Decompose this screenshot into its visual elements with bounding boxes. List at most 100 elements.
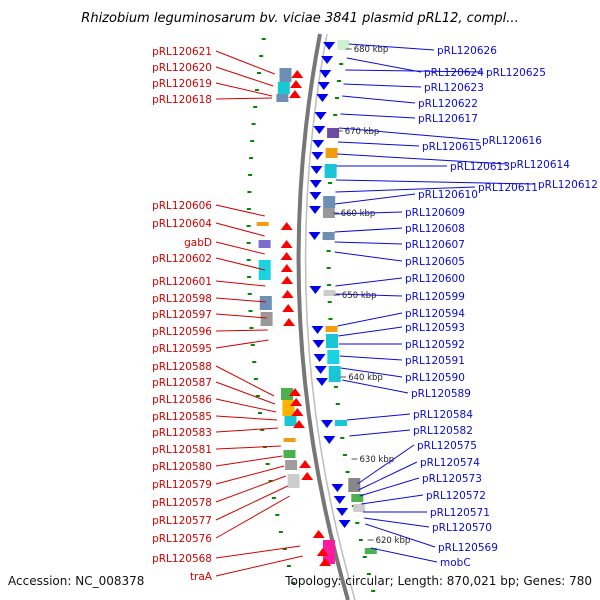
right-gene-label: pRL120616 (482, 135, 542, 147)
gene-block (325, 326, 338, 332)
forward-gene-arrow (293, 420, 305, 428)
left-gene-label: pRL120620 (152, 62, 212, 74)
forward-gene-arrow (290, 398, 303, 406)
gc-tick (327, 301, 332, 303)
right-gene-label: pRL120599 (405, 291, 465, 303)
left-leader-line (215, 82, 273, 97)
right-gene-label: pRL120622 (418, 98, 478, 110)
left-gene-label: traA (190, 571, 213, 583)
left-leader-line (215, 241, 265, 255)
gc-tick (333, 386, 338, 388)
gene-block (327, 350, 340, 364)
left-leader-line (215, 381, 276, 405)
right-gene-label: pRL120605 (405, 256, 465, 268)
reverse-gene-arrow (309, 286, 322, 294)
gc-tick (286, 565, 291, 567)
left-leader-line (215, 427, 279, 433)
gc-tick (339, 63, 344, 65)
left-leader-line (215, 555, 303, 577)
gc-tick (265, 463, 270, 465)
right-gene-label: pRL120600 (405, 273, 465, 285)
forward-gene-arrow (288, 90, 301, 98)
reverse-gene-arrow (323, 436, 336, 444)
reverse-gene-arrow (314, 112, 327, 120)
accession-text: Accession: NC_008378 (8, 574, 144, 588)
gc-tick (246, 242, 251, 244)
right-gene-label: pRL120624 (424, 67, 484, 79)
left-gene-label: pRL120581 (152, 444, 212, 456)
left-gene-label: pRL120568 (152, 553, 212, 565)
left-leader-line (215, 445, 281, 450)
reverse-gene-arrow (312, 340, 325, 348)
gene-block (260, 312, 273, 326)
reverse-gene-arrow (331, 484, 344, 492)
right-gene-label: pRL120593 (405, 322, 465, 334)
gc-tick (253, 106, 258, 108)
gc-tick (362, 556, 367, 558)
gc-tick (248, 310, 253, 312)
right-leader-line (337, 312, 403, 327)
forward-gene-arrow (319, 558, 332, 566)
gene-block (348, 478, 361, 492)
gc-tick (335, 403, 340, 405)
right-gene-label: pRL120612 (538, 179, 598, 191)
forward-gene-arrow (280, 264, 293, 272)
right-leader-line (334, 227, 403, 233)
right-gene-label: pRL120590 (405, 372, 465, 384)
right-gene-label: pRL120569 (438, 542, 498, 554)
gene-block (322, 208, 335, 218)
reverse-gene-arrow (311, 152, 324, 160)
gc-tick (366, 573, 371, 575)
right-gene-label: pRL120573 (422, 473, 482, 485)
gc-tick (291, 582, 296, 584)
backbone-outer-arc (296, 33, 350, 600)
gene-block (281, 388, 293, 400)
right-leader-line (345, 69, 484, 73)
right-gene-label: pRL120582 (413, 425, 473, 437)
right-leader-line (338, 141, 420, 147)
reverse-gene-arrow (313, 126, 326, 134)
gene-block (323, 290, 336, 296)
right-leader-line (343, 83, 422, 88)
gc-tick (248, 174, 253, 176)
gc-tick (337, 80, 341, 82)
gene-block (256, 222, 269, 226)
reverse-gene-arrow (323, 42, 336, 50)
right-gene-label: pRL120613 (450, 161, 510, 173)
gene-block (364, 548, 377, 554)
gc-tick (247, 293, 252, 295)
right-leader-line (357, 444, 415, 485)
right-gene-label: pRL120575 (417, 440, 477, 452)
right-leader-line (334, 211, 403, 215)
left-leader-line (215, 204, 265, 217)
kbp-label: 620 kbp (376, 536, 411, 546)
left-leader-line (215, 365, 275, 397)
left-gene-label: pRL120588 (152, 361, 212, 373)
reverse-gene-arrow (316, 94, 329, 102)
left-gene-label: gabD (184, 237, 212, 249)
gc-tick (250, 140, 255, 142)
left-gene-label: pRL120577 (152, 515, 212, 527)
reverse-gene-arrow (309, 206, 321, 214)
gc-tick (259, 55, 264, 57)
gc-tick (251, 123, 256, 125)
right-leader-line (348, 43, 435, 51)
gc-tick (252, 361, 257, 363)
reverse-strand-genes (308, 40, 377, 554)
gc-tick (247, 191, 252, 193)
forward-gene-arrow (282, 304, 295, 312)
left-leader-lines (215, 50, 303, 577)
gc-tick (355, 522, 360, 524)
gc-tick (257, 72, 261, 74)
right-leader-line (338, 326, 403, 337)
right-leader-line (337, 153, 508, 165)
gene-block (324, 164, 337, 178)
gc-tick (342, 454, 347, 456)
gc-tick (246, 259, 251, 261)
left-gene-label: pRL120621 (152, 46, 212, 58)
left-gene-label: pRL120618 (152, 94, 212, 106)
reverse-gene-arrow (315, 378, 328, 386)
right-leader-line (349, 429, 411, 437)
right-gene-label: pRL120572 (426, 490, 486, 502)
